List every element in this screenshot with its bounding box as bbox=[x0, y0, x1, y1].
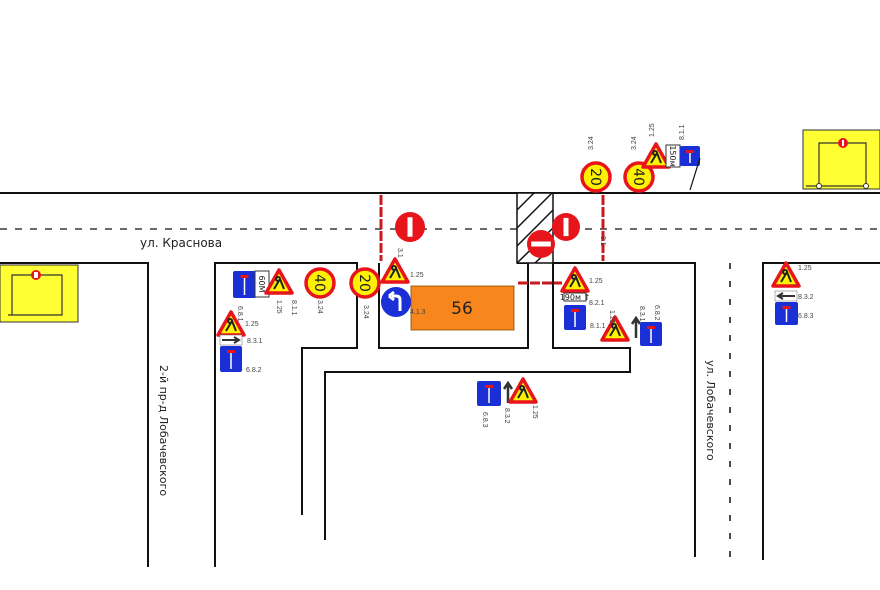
inset-map-left bbox=[0, 264, 79, 323]
sign-code-label: 3.1 bbox=[599, 236, 606, 246]
sign-code-label: 3.24 bbox=[316, 300, 323, 314]
sign-code-label: 1.25 bbox=[245, 321, 259, 328]
sign-code-label: 3.1 bbox=[396, 248, 403, 258]
speed-value: 40 bbox=[311, 274, 327, 292]
sign-code-label: 8.2.1 bbox=[589, 300, 605, 307]
up-arrow-icon bbox=[502, 380, 514, 403]
sign-code-label: 1.25 bbox=[589, 278, 603, 285]
sign-code-label: 8.3.1 bbox=[247, 338, 263, 345]
sign-code-label: 3.24 bbox=[362, 305, 369, 319]
sign-code-label: 8.1.1 bbox=[290, 300, 297, 316]
speed-limit-sign-icon: 20 bbox=[580, 161, 612, 193]
sign-code-label: 6.8.2 bbox=[653, 305, 660, 321]
distance-plate: 150м bbox=[665, 144, 681, 168]
distance-value: 190м ↑ bbox=[560, 293, 591, 302]
street-label-lobachevsky: ул. Лобачевского bbox=[704, 360, 717, 461]
street-label-krasnova: ул. Краснова bbox=[140, 236, 222, 250]
blue-info-sign-icon bbox=[680, 146, 700, 166]
speed-value: 40 bbox=[630, 168, 646, 186]
building-number: 56 bbox=[451, 299, 473, 319]
roadworks-sign-icon bbox=[380, 257, 410, 284]
road-edge-east-block bbox=[762, 262, 880, 560]
no-entry-sign-icon bbox=[527, 230, 555, 258]
no-entry-sign-icon bbox=[552, 213, 580, 241]
speed-limit-sign-icon: 40 bbox=[623, 161, 655, 193]
building-56: 56 bbox=[410, 285, 515, 331]
sign-code-label: 1.25 bbox=[275, 300, 282, 314]
sign-code-label: 6.8.1 bbox=[236, 306, 243, 322]
roadworks-sign-icon bbox=[600, 315, 630, 342]
road-edge-west-block bbox=[0, 262, 149, 567]
distance-value: 60М bbox=[257, 275, 266, 292]
road-edge-block-d bbox=[553, 262, 696, 557]
direction-arrow-plate-icon bbox=[774, 290, 798, 302]
inset-map-right bbox=[802, 129, 880, 190]
speed-value: 20 bbox=[587, 168, 603, 186]
road-edge-block-c bbox=[324, 263, 631, 540]
sign-code-label: 1.25 bbox=[798, 265, 812, 272]
sign-code-label: 8.1.1 bbox=[679, 124, 686, 140]
blue-info-sign-icon bbox=[233, 271, 256, 298]
blue-info-sign-icon bbox=[775, 302, 798, 325]
speed-limit-sign-icon: 20 bbox=[349, 267, 381, 299]
roadworks-sign-icon bbox=[641, 142, 671, 169]
roadworks-sign-icon bbox=[560, 266, 590, 293]
sign-code-label: 4.1.3 bbox=[410, 309, 426, 316]
distance-plate: 190м ↑ bbox=[560, 292, 591, 302]
sign-code-label: 1.25 bbox=[410, 272, 424, 279]
sign-code-label: 6.8.3 bbox=[798, 313, 814, 320]
direction-arrow-plate-icon bbox=[219, 334, 243, 346]
speed-value: 20 bbox=[356, 274, 372, 292]
barriers bbox=[379, 195, 605, 285]
sign-code-label: 1.25 bbox=[531, 405, 538, 419]
roadworks-sign-icon bbox=[264, 268, 294, 295]
blue-info-sign-icon bbox=[220, 346, 242, 372]
speed-limit-sign-icon: 40 bbox=[304, 267, 336, 299]
sign-code-label: 1.25 bbox=[608, 310, 615, 324]
sign-code-label: 3.24 bbox=[588, 136, 595, 150]
no-entry-sign-icon bbox=[395, 212, 425, 242]
street-label-2nd-lobachevsky: 2-й пр-д Лобачевского bbox=[157, 365, 170, 496]
blue-info-sign-icon bbox=[477, 381, 501, 406]
sign-code-label: 8.3.1 bbox=[638, 306, 645, 322]
blue-info-sign-icon bbox=[564, 305, 586, 330]
roadworks-sign-icon bbox=[771, 261, 801, 288]
roadworks-sign-icon bbox=[508, 377, 538, 404]
sign-code-label: 8.3.2 bbox=[503, 408, 510, 424]
sign-code-label: 6.8.2 bbox=[246, 367, 262, 374]
sign-code-label: 6.8.3 bbox=[481, 412, 488, 428]
road-edge-block-a bbox=[214, 262, 358, 567]
up-arrow-icon bbox=[630, 315, 642, 338]
blue-info-sign-icon bbox=[640, 322, 662, 346]
turn-left-sign-icon bbox=[381, 287, 411, 317]
road-lines bbox=[0, 192, 880, 567]
sign-code-label: 3.24 bbox=[631, 136, 638, 150]
distance-value: 150м bbox=[668, 145, 677, 166]
sign-code-label: 8.1.1 bbox=[590, 323, 606, 330]
sign-code-label: 8.3.2 bbox=[798, 294, 814, 301]
sign-code-label: 1.25 bbox=[649, 123, 656, 137]
